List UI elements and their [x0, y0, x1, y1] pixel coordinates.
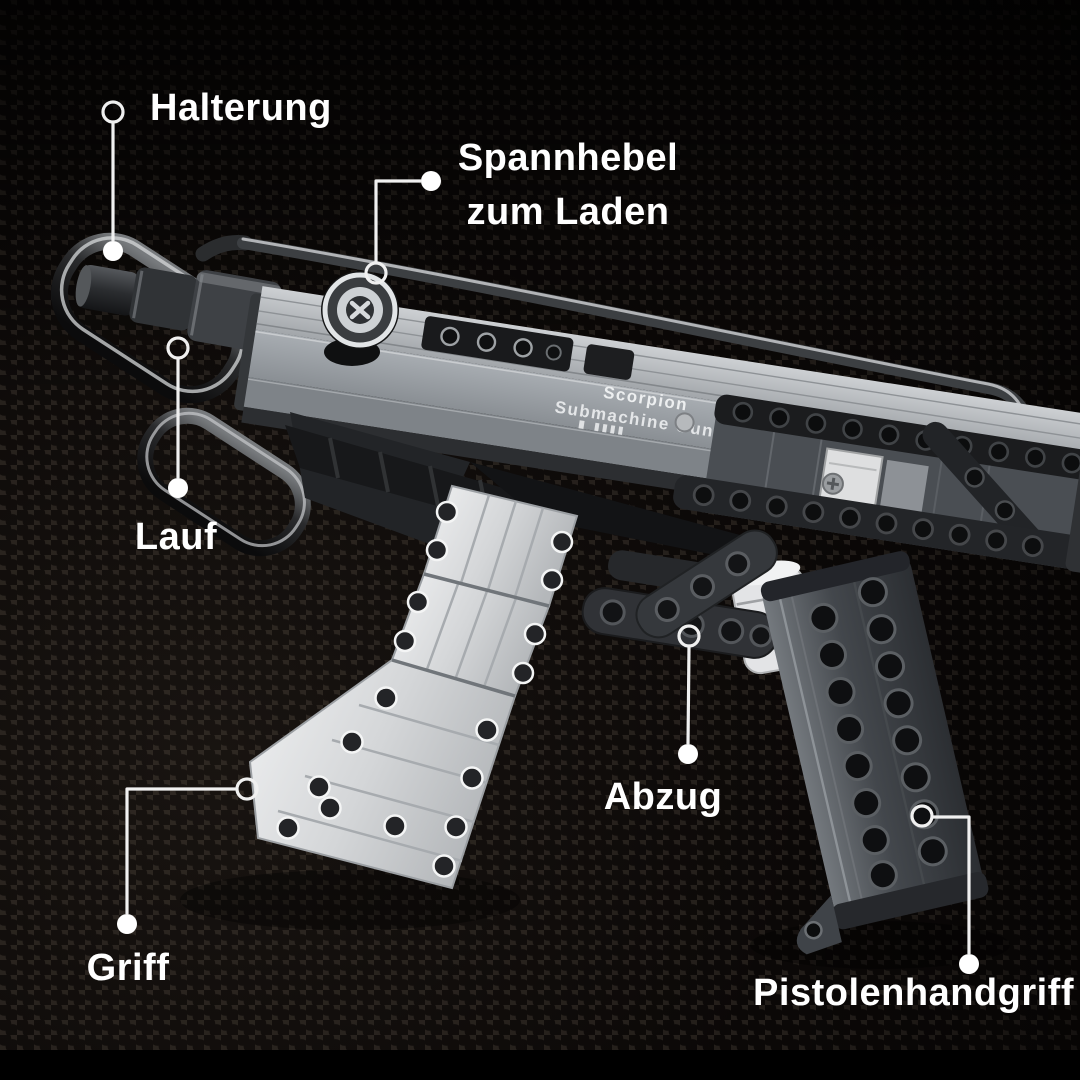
callout-ring: [910, 804, 934, 828]
label-halterung: Halterung: [150, 87, 332, 129]
gun-print-tickmarks: [578, 420, 624, 437]
label-spannhebel-line2: zum Laden: [466, 191, 670, 233]
callout-ring: [677, 624, 701, 648]
callout-dot: [117, 914, 137, 934]
callout-halterung: [101, 100, 125, 261]
callout-lauf: [166, 336, 190, 498]
callout-dot: [421, 171, 441, 191]
magazine: [248, 484, 579, 890]
callout-dot: [168, 478, 188, 498]
label-spannhebel-line1: Spannhebel: [457, 137, 679, 179]
callout-line: [125, 787, 236, 914]
callout-line: [686, 646, 691, 745]
callout-line: [374, 179, 421, 262]
callout-dot: [678, 744, 698, 764]
label-abzug: Abzug: [603, 776, 723, 818]
callout-dot: [959, 954, 979, 974]
callout-griff: [117, 777, 259, 934]
callout-spannhebel: [364, 171, 441, 285]
callout-pistolenhandgriff: [910, 804, 979, 974]
callout-line: [933, 815, 971, 954]
trigger-guard: [581, 529, 779, 659]
label-griff: Griff: [86, 947, 170, 989]
receiver: Scorpion Submachine Gun: [234, 286, 1080, 574]
label-pistolenhandgriff: Pistolenhandgriff: [753, 972, 1074, 1014]
callout-ring: [364, 261, 388, 285]
cocking-knob: [321, 271, 399, 366]
callout-ring: [101, 100, 125, 124]
stock-wire: [50, 232, 1044, 557]
label-lauf: Lauf: [134, 516, 218, 558]
callout-dot: [103, 241, 123, 261]
callout-ring: [166, 336, 190, 360]
callout-abzug: [677, 624, 701, 764]
gun-model: Scorpion Submachine Gun: [50, 232, 1080, 955]
bottom-black-bar: [0, 1050, 1080, 1080]
label-spannhebel: Spannhebel zum Laden: [458, 131, 678, 239]
callout-ring: [235, 777, 259, 801]
